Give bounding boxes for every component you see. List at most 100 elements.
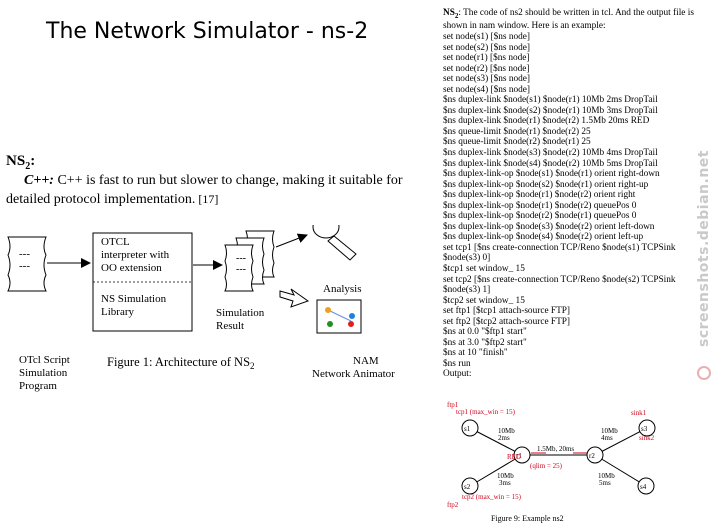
code-line: set ftp1 [$tcp1 attach-source FTP] — [443, 306, 571, 317]
ftp2-label: ftp2 — [447, 501, 459, 509]
node-s1-label: s1 — [464, 425, 471, 433]
figure1-caption: Figure 1: Architecture of NS2 — [107, 355, 255, 371]
result-dash-2: --- — [236, 264, 246, 275]
code-line: $ns at 0.0 "$ftp1 start" — [443, 327, 527, 338]
ns2-heading: NS2: — [6, 153, 35, 172]
result-documents-icon — [224, 230, 275, 292]
cpp-citation: [17] — [195, 192, 219, 206]
code-line: $ns at 10 "finish" — [443, 348, 508, 359]
link-mid-label: 1.5Mb, 20ms — [537, 445, 574, 453]
result-dash-1: --- — [236, 253, 246, 264]
otcl-box-line2: interpreter with — [101, 249, 170, 261]
cpp-lead: C++: — [24, 173, 54, 188]
link-s2-bandwidth: 10Mb — [497, 472, 514, 480]
code-line: set node(r2) [$ns node] — [443, 63, 530, 74]
node-s4 — [637, 477, 655, 495]
link-r2-s3 — [594, 427, 648, 456]
link-s1-bandwidth: 10Mb — [498, 427, 515, 435]
figure9-caption: Figure 9: Example ns2 — [491, 514, 564, 523]
node-r2-label: r2 — [589, 452, 595, 460]
link-s4-delay: 5ms — [599, 479, 611, 487]
magnifier-icon — [312, 225, 357, 261]
ns2-code-column: NS2: The code of ns2 should be written i… — [443, 8, 713, 380]
code-line: $ns duplex-link-op $node(r2) $node(r1) q… — [443, 211, 637, 222]
watermark-text: screenshots.debian.net — [696, 150, 712, 347]
code-line: $tcp1 set window_ 15 — [443, 263, 525, 274]
code-line: $ns duplex-link-op $node(r1) $node(r2) o… — [443, 190, 636, 201]
arrow-results-to-magnifier — [275, 233, 308, 248]
link-s1-delay: 2ms — [498, 434, 510, 442]
code-line: set tcp2 [$ns create-connection TCP/Reno… — [443, 274, 676, 285]
code-line: $ns duplex-link-op $node(s1) $node(r1) o… — [443, 169, 660, 180]
code-line: $node(s3) 1] — [443, 285, 491, 296]
nam-line1: NAM — [353, 355, 379, 367]
sink1-label: sink1 — [631, 409, 647, 417]
code-line: $tcp2 set window_ 15 — [443, 295, 525, 306]
qlim-label: (qlim = 25) — [530, 462, 563, 470]
figure1-caption-main: Figure 1: Architecture of NS — [107, 355, 250, 369]
code-line: set node(r1) [$ns node] — [443, 53, 530, 64]
red-label: RED — [507, 453, 521, 461]
node-s3-label: s3 — [641, 425, 648, 433]
code-intro-bold: NS2 — [443, 8, 459, 20]
code-lines: set node(s1) [$ns node]set node(s2) [$ns… — [443, 32, 713, 380]
node-r2 — [586, 446, 604, 464]
code-intro: NS2: The code of ns2 should be written i… — [443, 8, 713, 32]
otcl-box-line1: OTCL — [101, 236, 130, 248]
code-line: set node(s2) [$ns node] — [443, 42, 531, 53]
ftp1-label: ftp1 — [447, 401, 459, 409]
node-r1-label: r1 — [516, 452, 522, 460]
code-line: $ns duplex-link $node(s1) $node(r1) 10Mb… — [443, 95, 658, 106]
code-line: $ns queue-limit $node(r2) $node(r1) 25 — [443, 137, 591, 148]
node-s1 — [461, 419, 479, 437]
node-s2 — [461, 477, 479, 495]
sim-result-line2: Result — [216, 320, 244, 332]
code-line: $ns duplex-link $node(s3) $node(r2) 10Mb… — [443, 147, 658, 158]
otcl-script-line1: OTcl Script — [19, 354, 70, 366]
code-line: $ns duplex-link $node(s2) $node(r1) 10Mb… — [443, 105, 658, 116]
node-r1 — [513, 446, 531, 464]
code-line: set node(s4) [$ns node] — [443, 84, 531, 95]
cpp-text: C++ is fast to run but slower to change,… — [6, 173, 403, 207]
node-s4-label: s4 — [640, 483, 647, 491]
link-s4-bandwidth: 10Mb — [598, 472, 615, 480]
nam-window-icon — [316, 299, 362, 334]
ns2-heading-sub: 2 — [25, 161, 31, 172]
otcl-script-line3: Program — [19, 380, 57, 392]
analysis-label: Analysis — [323, 283, 362, 295]
ns2-heading-colon: : — [30, 153, 36, 169]
otcl-script-line2: Simulation — [19, 367, 68, 379]
sim-result-line1: Simulation — [216, 307, 265, 319]
code-line: $ns at 3.0 "$ftp2 start" — [443, 337, 527, 348]
code-line: $ns run — [443, 358, 471, 369]
ns-library-line1: NS Simulation — [101, 293, 167, 305]
script-document-icon — [7, 236, 47, 292]
code-line: $ns duplex-link-op $node(r1) $node(r2) q… — [443, 200, 637, 211]
code-line: set tcp1 [$ns create-connection TCP/Reno… — [443, 242, 676, 253]
code-line: set ftp2 [$tcp2 attach-source FTP] — [443, 316, 571, 327]
script-dash-1: --- — [19, 248, 30, 260]
link-r2-s4 — [594, 454, 647, 487]
code-line: set node(s1) [$ns node] — [443, 31, 531, 42]
link-s1-r1 — [469, 427, 523, 456]
ns2-heading-main: NS — [6, 153, 26, 169]
nam-line2: Network Animator — [312, 368, 395, 380]
script-dash-2: --- — [19, 260, 30, 272]
code-line: $node(s3) 0] — [443, 253, 491, 264]
arrow-results-to-nam — [279, 288, 310, 308]
cpp-paragraph: C++: C++ is fast to run but slower to ch… — [6, 171, 426, 209]
code-line: $ns queue-limit $node(r1) $node(r2) 25 — [443, 126, 591, 137]
slide-title: The Network Simulator - ns-2 — [46, 19, 369, 44]
link-s3-bandwidth: 10Mb — [601, 427, 618, 435]
code-line: Output: — [443, 369, 472, 380]
code-line: $ns duplex-link-op $node(s2) $node(r1) o… — [443, 179, 649, 190]
node-s2-label: s2 — [464, 483, 471, 491]
topology-diagram: s1 r1 r2 s3 s2 s4 ftp1 tcp1 (max_win = 1… — [447, 401, 656, 523]
code-line: $ns duplex-link $node(r1) $node(r2) 1.5M… — [443, 116, 650, 127]
code-line: $ns duplex-link-op $node(s3) $node(r2) o… — [443, 221, 655, 232]
link-s3-delay: 4ms — [601, 434, 613, 442]
tcp2-label: tcp2 (max_win = 15) — [462, 493, 522, 501]
sink2-label: sink2 — [639, 434, 655, 442]
code-line: $ns duplex-link $node(s4) $node(r2) 10Mb… — [443, 158, 658, 169]
link-s2-delay: 3ms — [499, 479, 511, 487]
